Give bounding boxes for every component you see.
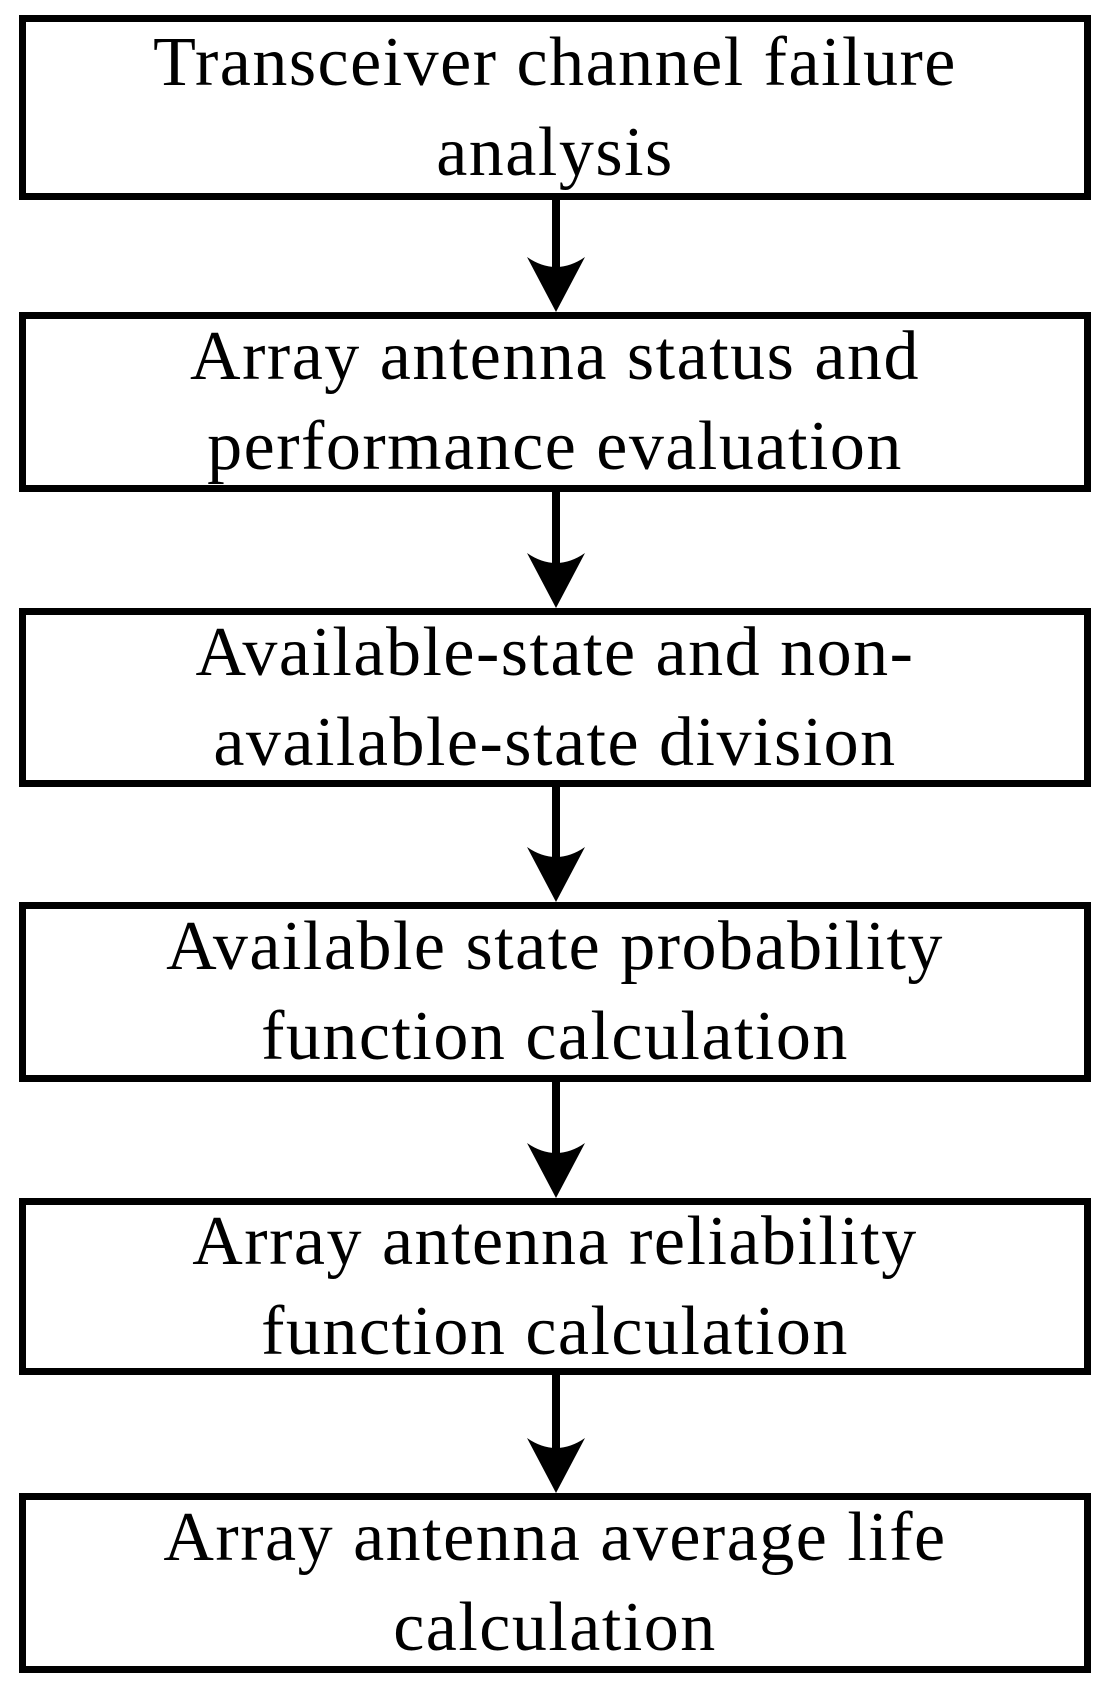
step-text-line: Array antenna reliability: [192, 1202, 918, 1280]
down-arrow-icon: [527, 1375, 585, 1493]
step-array-antenna-status-performance-evaluation: Array antenna status and performance eva…: [19, 312, 1091, 492]
step-text-line: Available-state and non-: [195, 613, 915, 691]
down-arrow-icon: [527, 787, 585, 902]
step-text-line: function calculation: [261, 998, 849, 1075]
step-array-antenna-average-life-calculation: Array antenna average life calculation: [19, 1493, 1091, 1673]
step-array-antenna-reliability-function-calculation: Array antenna reliability function calcu…: [19, 1198, 1091, 1375]
step-available-state-division: Available-state and non- available-state…: [19, 608, 1091, 787]
down-arrow-icon: [527, 492, 585, 608]
down-arrow-icon: [527, 200, 585, 312]
step-text-line: Array antenna average life: [163, 1499, 947, 1577]
step-text-line: analysis: [436, 113, 674, 191]
step-available-state-probability-function-calculation: Available state probability function cal…: [19, 902, 1091, 1082]
step-text-line: Array antenna status and: [190, 318, 920, 396]
step-transceiver-channel-failure-analysis: Transceiver channel failure analysis: [19, 15, 1091, 200]
step-text-line: Transceiver channel failure: [153, 23, 957, 101]
step-text-line: Available state probability: [166, 908, 944, 986]
step-text-line: calculation: [393, 1589, 717, 1666]
down-arrow-icon: [527, 1082, 585, 1198]
step-text-line: available-state division: [213, 703, 897, 781]
step-text-line: function calculation: [261, 1292, 849, 1370]
step-text-line: performance evaluation: [207, 408, 903, 485]
